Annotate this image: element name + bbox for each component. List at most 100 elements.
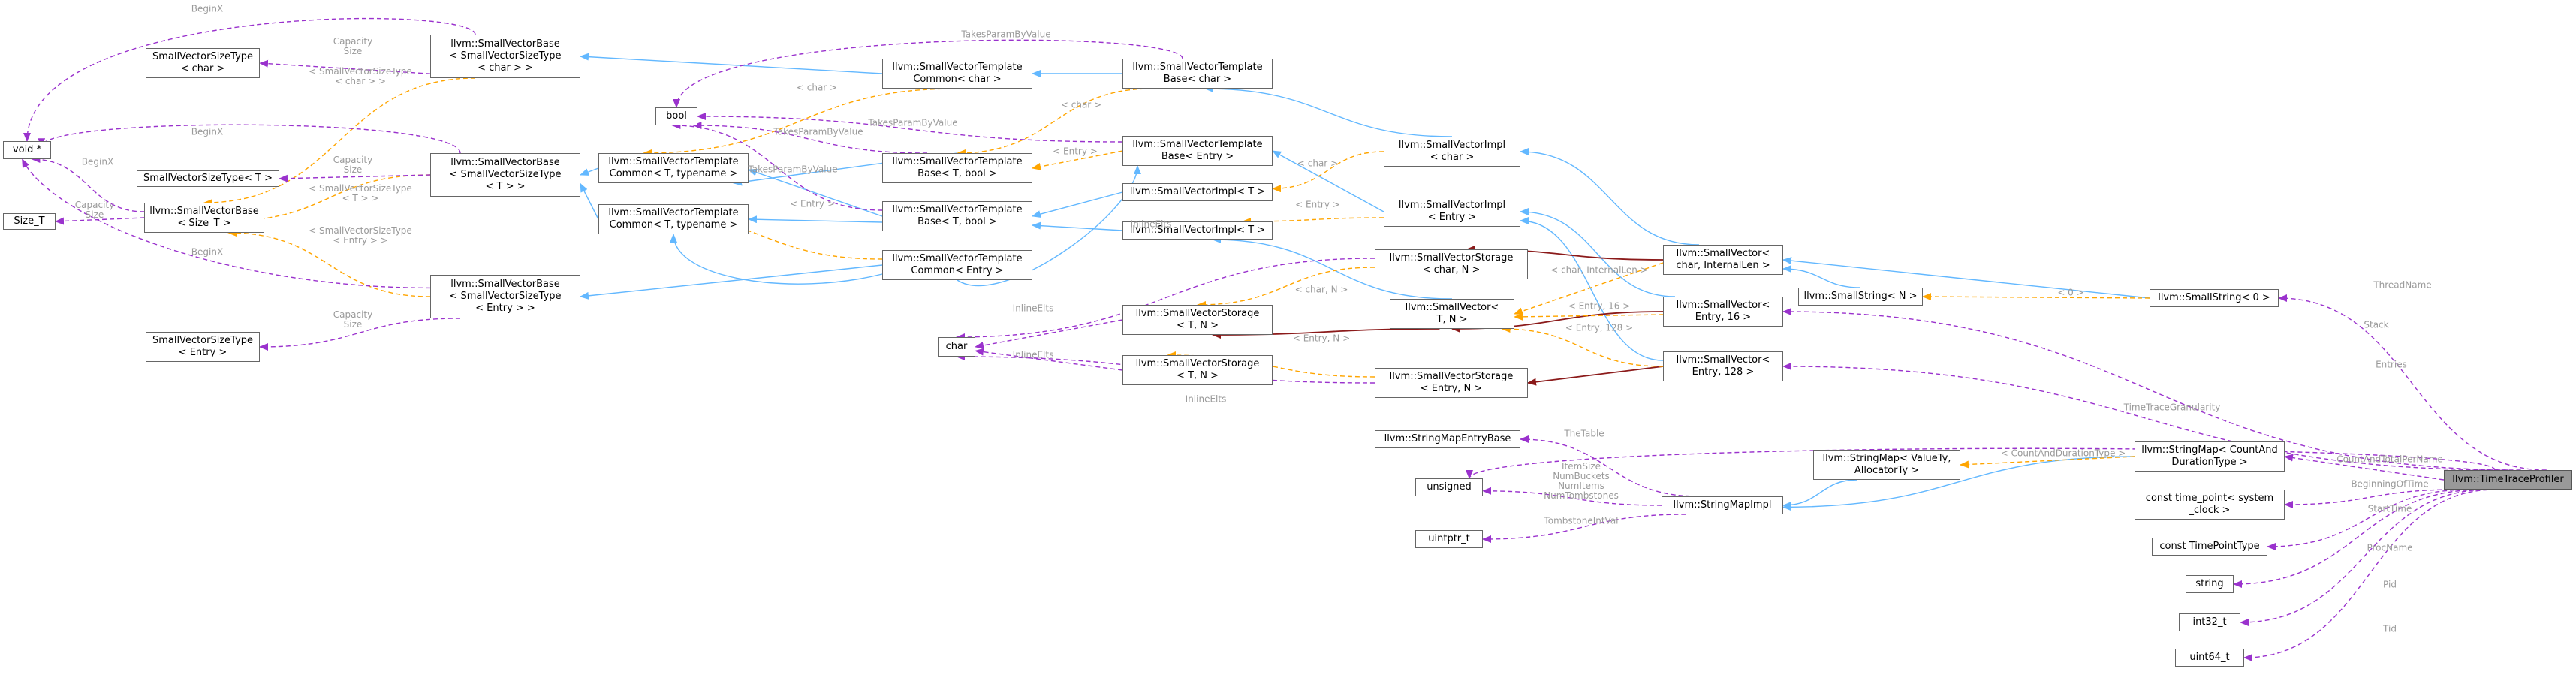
e-svi-t2-sv-tn: [1212, 236, 1453, 300]
e-svtc-t2-svtb-tbool2: [748, 215, 883, 224]
edge-label-zero: < 0 >: [2057, 287, 2084, 298]
class-node-string[interactable]: string: [2186, 575, 2234, 593]
class-node-svtb-tbool[interactable]: llvm::SmallVectorTemplate Base< T, bool …: [882, 153, 1032, 183]
class-node-svtc-t2[interactable]: llvm::SmallVectorTemplate Common< T, typ…: [598, 204, 749, 234]
class-node-svb-char[interactable]: llvm::SmallVectorBase < SmallVectorSizeT…: [430, 35, 580, 78]
edge-label-threadname: ThreadName: [2373, 279, 2432, 291]
class-node-char[interactable]: char: [938, 337, 975, 357]
e-t-svst-entry: [227, 229, 431, 297]
edge-label-inline1: InlineElts: [1130, 218, 1172, 230]
e-u-beginx-t: [38, 124, 461, 154]
e-svtc-t2-loop: [670, 234, 883, 285]
e-t-entry16: [1514, 312, 1664, 321]
class-node-smeb[interactable]: llvm::StringMapEntryBase: [1375, 430, 1520, 448]
e-t-svst-char: [203, 77, 476, 206]
class-node-svst-t[interactable]: SmallVectorSizeType< T >: [137, 170, 279, 187]
e-u-inline2: [975, 319, 1123, 349]
class-node-tpt[interactable]: const TimePointType: [2152, 538, 2267, 556]
e-u-tpv-char: [673, 39, 1183, 108]
edge-label-tpv-tbool2: TakesParamByValue: [748, 164, 838, 175]
e-u-beginx-sizet: [31, 155, 145, 212]
class-node-uint64[interactable]: uint64_t: [2175, 649, 2244, 667]
class-node-svs-charn[interactable]: llvm::SmallVectorStorage < char, N >: [1375, 249, 1528, 279]
edge-label-char-a: < char >: [796, 82, 838, 93]
class-node-smimpl[interactable]: llvm::StringMapImpl: [1662, 496, 1783, 514]
edge-label-svst-entry: < SmallVectorSizeType < Entry > >: [309, 225, 412, 246]
edge-label-ctpn: CountAndTotalPerName: [2336, 454, 2443, 465]
e-u-tpv-entry: [697, 113, 1123, 143]
e-u-inline3: [975, 348, 1123, 371]
edge-label-tpv-tbool: TakesParamByValue: [773, 126, 863, 137]
class-node-svtb-entry[interactable]: llvm::SmallVectorTemplate Base< Entry >: [1122, 136, 1273, 166]
e-t-entry128: [1501, 325, 1664, 367]
class-node-sv-tn[interactable]: llvm::SmallVector< T, N >: [1390, 299, 1514, 329]
edge-label-entryn: < Entry, N >: [1292, 333, 1351, 344]
edge-label-stack: Stack: [2364, 319, 2389, 330]
edge-label-entries: Entries: [2376, 359, 2407, 370]
class-node-svtc-char[interactable]: llvm::SmallVectorTemplate Common< char >: [882, 59, 1032, 89]
edge-label-beginx-sizet: BeginX: [81, 156, 114, 167]
class-node-svtb-char[interactable]: llvm::SmallVectorTemplate Base< char >: [1122, 59, 1273, 89]
class-node-sv-entry16[interactable]: llvm::SmallVector< Entry, 16 >: [1663, 297, 1783, 327]
class-node-svtc-entry[interactable]: llvm::SmallVectorTemplate Common< Entry …: [882, 250, 1032, 280]
edge-label-svst-char: < SmallVectorSizeType < char > >: [309, 66, 412, 86]
class-node-tp[interactable]: const time_point< system _clock >: [2135, 490, 2285, 520]
class-node-svb-entry[interactable]: llvm::SmallVectorBase < SmallVectorSizeT…: [430, 275, 580, 318]
class-node-sv-char-il[interactable]: llvm::SmallVector< char, InternalLen >: [1663, 245, 1783, 275]
edge-label-beginx-t: BeginX: [191, 126, 224, 137]
edge-label-begin: BeginningOfTime: [2351, 478, 2429, 490]
class-node-ss-0[interactable]: llvm::SmallString< 0 >: [2150, 289, 2279, 307]
class-node-svs-tn[interactable]: llvm::SmallVectorStorage < T, N >: [1122, 305, 1273, 335]
class-node-svtb-tbool2[interactable]: llvm::SmallVectorTemplate Base< T, bool …: [882, 201, 1032, 231]
e-svb-t-svtc-t: [580, 167, 599, 176]
e-svb-entry-svtc-entry: [580, 264, 883, 300]
e-t-char-a: [643, 88, 958, 157]
class-node-svi-t[interactable]: llvm::SmallVectorImpl< T >: [1122, 183, 1273, 201]
e-u-ttg: [1466, 447, 2496, 479]
edge-label-entry-c: < Entry >: [1295, 199, 1340, 210]
e-sv-char-ss-n: [1782, 265, 1861, 288]
class-node-int32[interactable]: int32_t: [2179, 613, 2240, 631]
class-node-svi-entry[interactable]: llvm::SmallVectorImpl < Entry >: [1384, 197, 1520, 227]
class-node-svi-t2[interactable]: llvm::SmallVectorImpl< T >: [1122, 221, 1273, 240]
edge-label-entry-b: < Entry >: [790, 198, 835, 209]
class-node-svb-sizet[interactable]: llvm::SmallVectorBase < Size_T >: [144, 203, 264, 233]
class-node-root[interactable]: llvm::TimeTraceProfiler: [2444, 470, 2572, 490]
e-u-tpv-tbool2: [671, 122, 883, 211]
class-node-svi-char[interactable]: llvm::SmallVectorImpl < char >: [1384, 137, 1520, 167]
e-sv-char-ss-0: [1782, 257, 2150, 299]
e-u-threadname: [2278, 294, 2547, 471]
edge-label-itemsize: ItemSize NumBuckets NumItems NumTombston…: [1544, 461, 1619, 501]
class-node-svs-entryn[interactable]: llvm::SmallVectorStorage < Entry, N >: [1375, 368, 1528, 398]
e-u-pid: [2240, 489, 2489, 626]
e-u-begin: [2284, 489, 2457, 508]
class-node-uintptr[interactable]: uintptr_t: [1415, 530, 1483, 548]
class-node-sm-cad[interactable]: llvm::StringMap< CountAnd DurationType >: [2135, 441, 2285, 472]
edge-label-char-b: < char >: [1060, 99, 1102, 110]
edge-label-ttg: TimeTraceGranularity: [2123, 402, 2221, 413]
e-u-itemsize: [1482, 487, 1662, 506]
class-node-bool[interactable]: bool: [655, 107, 697, 125]
class-node-svst-char[interactable]: SmallVectorSizeType < char >: [146, 48, 260, 78]
class-node-svs-tn2[interactable]: llvm::SmallVectorStorage < T, N >: [1122, 355, 1273, 385]
class-node-unsigned[interactable]: unsigned: [1415, 478, 1483, 496]
edge-label-inline4: InlineElts: [1185, 393, 1227, 405]
class-node-size-t[interactable]: Size_T: [3, 213, 56, 230]
e-u-capsize-t: [279, 174, 431, 182]
e-u-start: [2267, 489, 2470, 550]
class-node-svb-t[interactable]: llvm::SmallVectorBase < SmallVectorSizeT…: [430, 153, 580, 197]
e-t-entry-a: [1032, 150, 1123, 170]
e-u-stack: [1782, 308, 2521, 471]
e-svtc-t-svtb-tbool: [748, 168, 883, 217]
class-node-svtc-t[interactable]: llvm::SmallVectorTemplate Common< T, typ…: [598, 153, 749, 183]
class-node-svst-entry[interactable]: SmallVectorSizeType < Entry >: [146, 332, 260, 362]
class-node-ss-n[interactable]: llvm::SmallString< N >: [1798, 288, 1923, 306]
class-node-sm-vt[interactable]: llvm::StringMap< ValueTy, AllocatorTy >: [1813, 450, 1960, 480]
class-node-sv-entry128[interactable]: llvm::SmallVector< Entry, 128 >: [1663, 351, 1783, 381]
class-node-void[interactable]: void *: [3, 141, 51, 159]
e-u-ctpn: [2284, 454, 2445, 481]
e-svtb-entry-svi-entry: [1272, 150, 1384, 212]
edge-label-char-il: < char, InternalLen >: [1550, 264, 1648, 276]
edge-label-thetable: TheTable: [1564, 428, 1604, 439]
